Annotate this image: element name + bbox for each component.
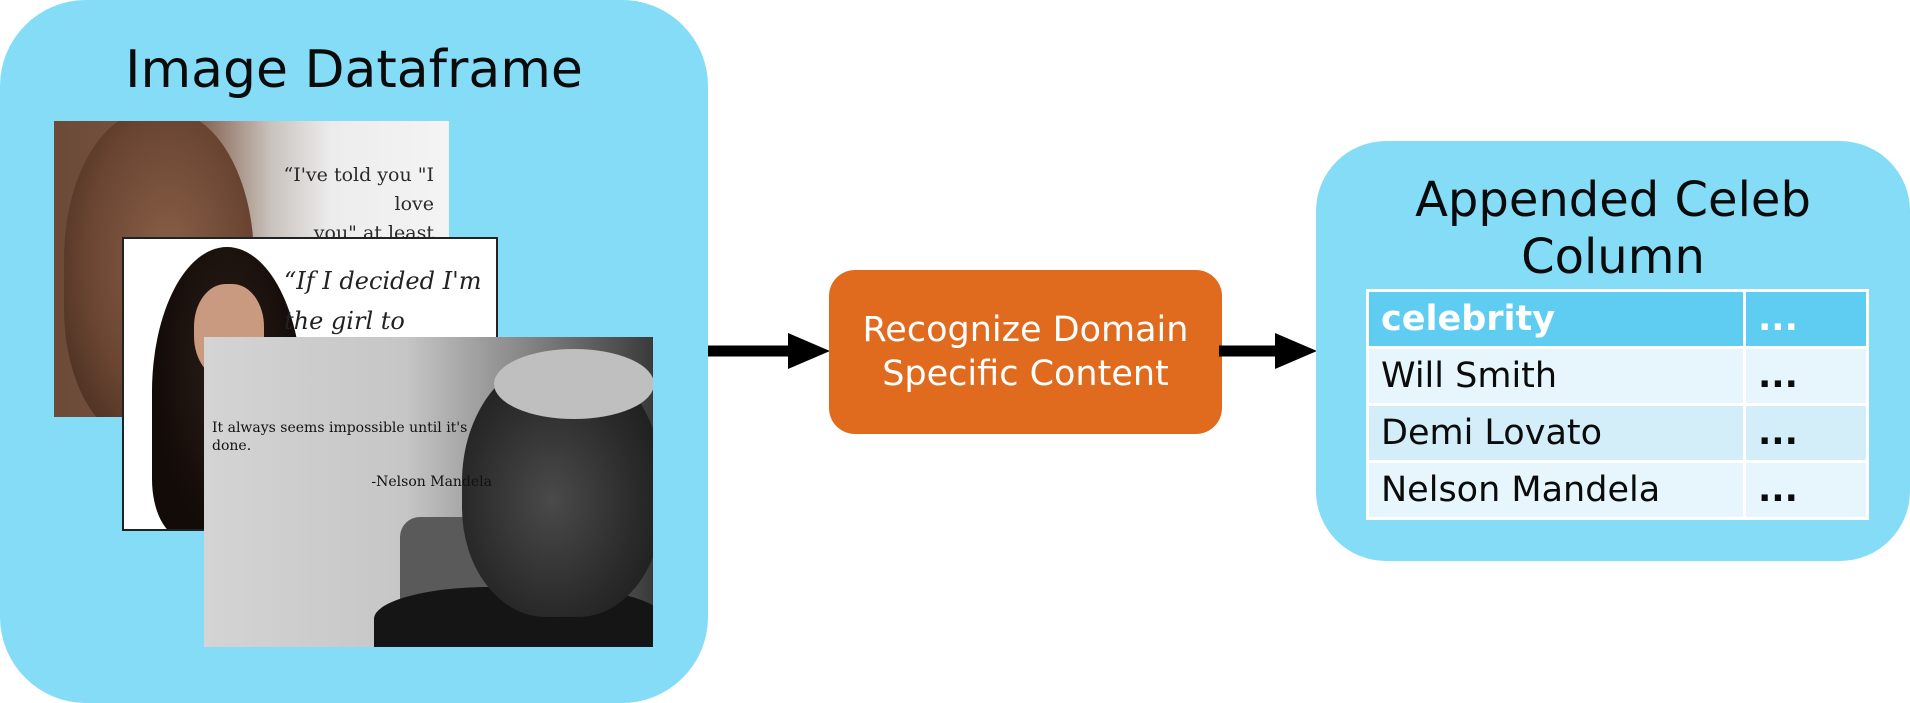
celebrity-cell: Will Smith (1366, 346, 1746, 406)
column-header-celebrity: celebrity (1366, 289, 1746, 349)
celebrity-cell: Demi Lovato (1366, 403, 1746, 463)
photo-quote: It always seems impossible until it's do… (212, 401, 492, 509)
table-row: Demi Lovato ... (1366, 403, 1869, 463)
more-cell: ... (1743, 346, 1869, 406)
more-cell: ... (1743, 403, 1869, 463)
appended-column-title: Appended Celeb Column (1415, 172, 1811, 285)
recognize-content-step: Recognize Domain Specific Content (829, 270, 1222, 434)
table-row: Will Smith ... (1366, 346, 1869, 406)
arrow-right-icon (708, 333, 830, 369)
quote-author: -Nelson Mandela (371, 474, 492, 490)
photo-nelson-mandela: It always seems impossible until it's do… (204, 337, 653, 647)
image-dataframe-title: Image Dataframe (125, 40, 583, 100)
more-cell: ... (1743, 460, 1869, 520)
table-row: Nelson Mandela ... (1366, 460, 1869, 520)
column-header-more: ... (1743, 289, 1869, 349)
quote-text: It always seems impossible until it's do… (212, 420, 468, 454)
table-header-row: celebrity ... (1366, 289, 1869, 349)
celebrity-table: celebrity ... Will Smith ... Demi Lovato… (1366, 289, 1869, 520)
hair-image (494, 349, 653, 419)
celebrity-cell: Nelson Mandela (1366, 460, 1746, 520)
arrow-right-icon (1219, 333, 1317, 369)
